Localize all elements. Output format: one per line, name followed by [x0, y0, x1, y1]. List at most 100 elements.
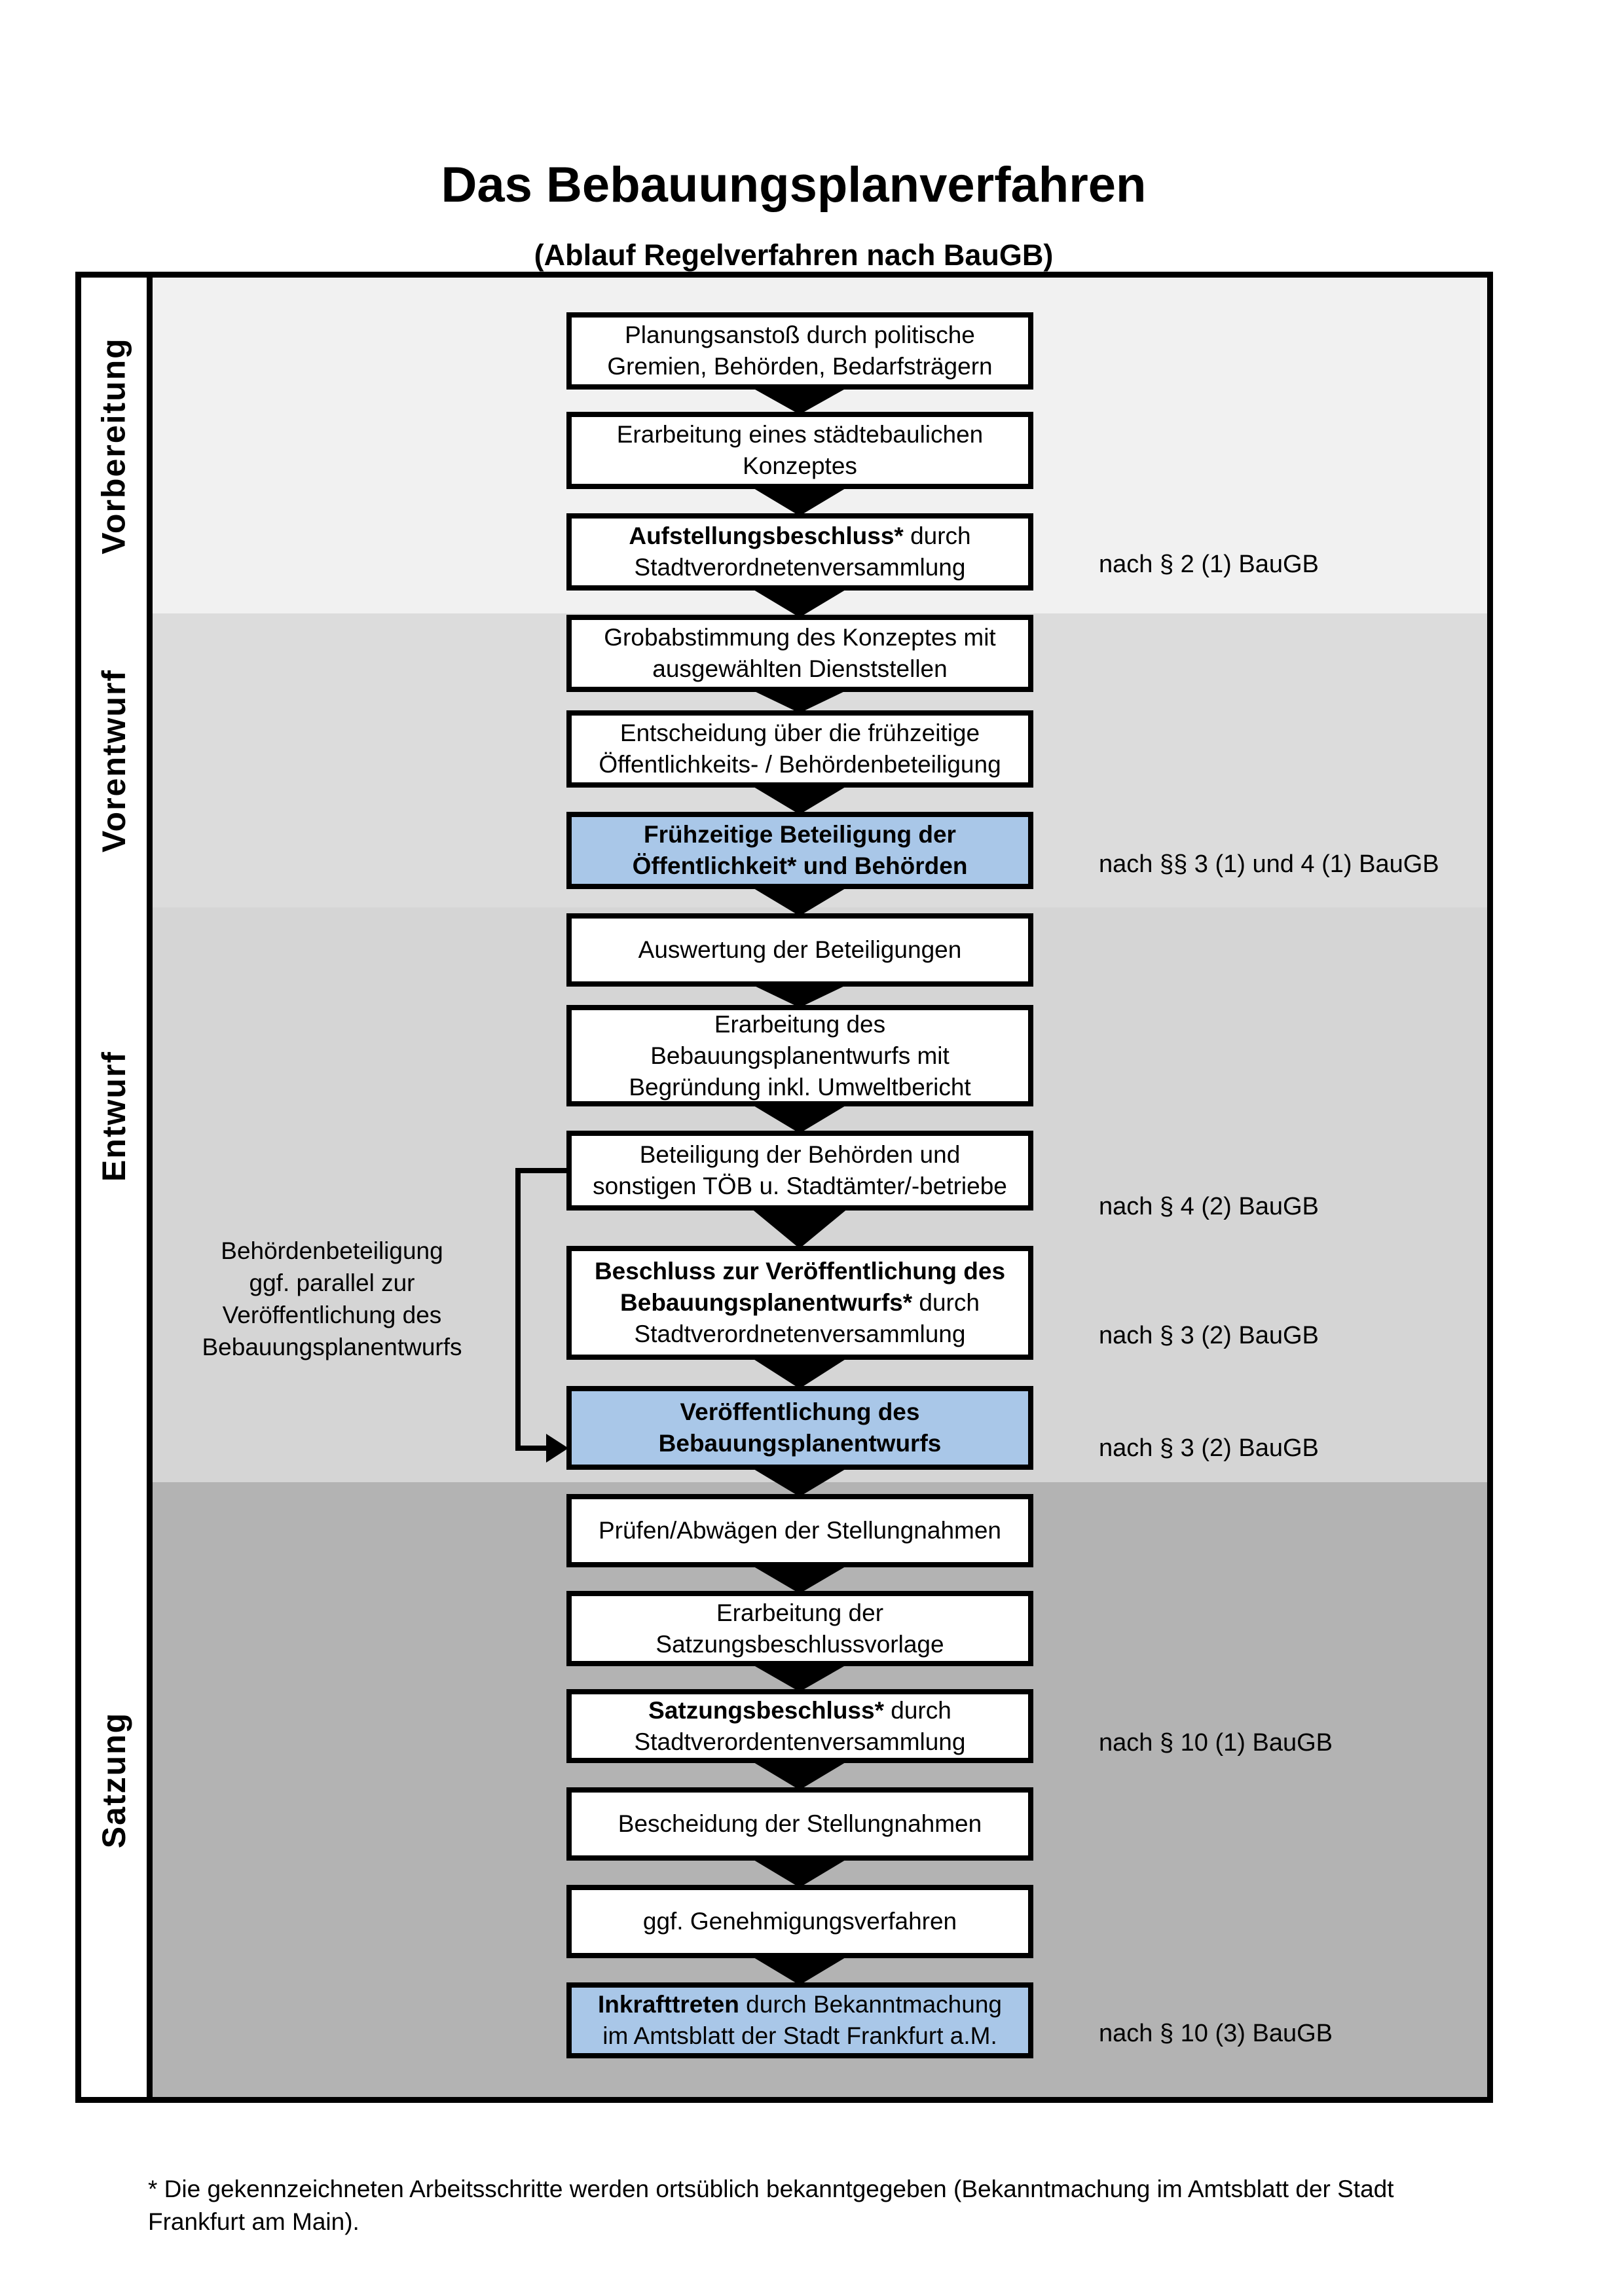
step-text: im Amtsblatt der Stadt Frankfurt a.M. [602, 2022, 997, 2049]
phase-label-vorentwurf: Vorentwurf [96, 668, 132, 852]
step-grobabstimmung: Grobabstimmung des Konzeptes mit ausgewäh… [566, 615, 1033, 692]
arrow-down-icon [750, 486, 849, 516]
note-line: Bebauungsplanentwurfs [202, 1334, 462, 1360]
step-line: Inkrafttreten durch Bekanntmachung [598, 1989, 1002, 2020]
step-text: sonstigen TÖB u. Stadtämter/-betriebe [593, 1173, 1007, 1199]
parallel-connector-top-stub [515, 1168, 572, 1173]
step-text: Inkrafttreten [598, 1991, 739, 2018]
step-line: Grobabstimmung des Konzeptes mit [604, 622, 995, 653]
arrow-down-icon [750, 1565, 849, 1594]
step-line: Erarbeitung eines städtebaulichen [617, 419, 984, 450]
step-line: Aufstellungsbeschluss* durch [629, 520, 970, 552]
arrow-down-icon [750, 689, 849, 713]
step-text: Bebauungsplanentwurfs* [620, 1289, 913, 1316]
step-text: Öffentlichkeits- / Behördenbeteiligung [599, 751, 1001, 778]
step-text: durch [912, 1289, 980, 1316]
arrow-down-icon [750, 1664, 849, 1692]
step-genehmigungsverfahren: ggf. Genehmigungsverfahren [566, 1885, 1033, 1958]
step-line: Öffentlichkeit* und Behörden [633, 850, 968, 882]
arrow-down-icon [750, 1357, 849, 1389]
arrow-down-icon [750, 387, 849, 414]
parallel-connector-vertical-line [515, 1168, 521, 1451]
step-text: Konzeptes [743, 452, 857, 479]
arrow-down-icon [750, 1760, 849, 1790]
step-text: Frühzeitige Beteiligung der [644, 821, 956, 848]
step-line: Bebauungsplanentwurfs mit [650, 1040, 950, 1072]
step-line: Stadtverordnetenversammlung [635, 1319, 966, 1350]
step-line: Erarbeitung der [716, 1597, 883, 1629]
step-text: Gremien, Behörden, Bedarfsträgern [607, 353, 993, 380]
step-line: Bescheidung der Stellungnahmen [618, 1808, 982, 1840]
step-text: Satzungsbeschluss* [648, 1696, 884, 1724]
parallel-process-note: Behördenbeteiligung ggf. parallel zur Ve… [162, 1235, 502, 1363]
page-subtitle: (Ablauf Regelverfahren nach BauGB) [534, 238, 1054, 272]
step-line: Erarbeitung des [714, 1009, 885, 1040]
step-text: Planungsanstoß durch politische [625, 321, 975, 348]
step-text: Grobabstimmung des Konzeptes mit [604, 624, 996, 651]
step-line: Satzungsbeschluss* durch [648, 1695, 951, 1726]
step-text: Öffentlichkeit* und Behörden [632, 852, 968, 879]
step-line: Stadtverordentenversammlung [635, 1726, 966, 1758]
step-text: Erarbeitung der [716, 1599, 884, 1626]
step-text: durch [903, 522, 971, 549]
arrow-down-icon [750, 1467, 849, 1497]
footnote-line: * Die gekennzeichneten Arbeitsschritte w… [148, 2176, 1394, 2202]
step-line: sonstigen TÖB u. Stadtämter/-betriebe [593, 1171, 1007, 1202]
law-reference: nach § 3 (2) BauGB [1099, 1322, 1319, 1349]
law-reference: nach § 4 (2) BauGB [1099, 1193, 1319, 1220]
step-text: Aufstellungsbeschluss* [629, 522, 904, 549]
law-reference: nach § 2 (1) BauGB [1099, 551, 1319, 578]
step-text: Beschluss zur Veröffentlichung des [594, 1258, 1006, 1285]
page-title: Das Bebauungsplanverfahren [441, 156, 1147, 213]
step-line: Konzeptes [743, 450, 857, 482]
step-line: Gremien, Behörden, Bedarfsträgern [607, 351, 992, 382]
step-text: Veröffentlichung des [680, 1398, 920, 1425]
arrow-down-icon [750, 1104, 849, 1133]
phase-label-vorbereitung: Vorbereitung [96, 337, 133, 555]
step-line: Frühzeitige Beteiligung der [644, 819, 956, 850]
arrow-down-icon [750, 588, 849, 617]
note-line: Veröffentlichung des [222, 1302, 442, 1328]
step-text: ausgewählten Dienststellen [652, 655, 948, 682]
step-text: Entscheidung über die frühzeitige [619, 720, 980, 746]
step-line: Begründung inkl. Umweltbericht [629, 1072, 970, 1103]
footnote: * Die gekennzeichneten Arbeitsschritte w… [148, 2173, 1517, 2238]
phase-cell-entwurf: Entwurf [81, 907, 153, 1488]
step-line: Auswertung der Beteiligungen [638, 934, 962, 966]
phase-label-satzung: Satzung [96, 1711, 132, 1848]
law-reference: nach § 10 (3) BauGB [1099, 2020, 1333, 2047]
phase-label-entwurf: Entwurf [96, 1050, 132, 1182]
step-text: durch Bekanntmachung [739, 1991, 1002, 2018]
step-line: Bebauungsplanentwurfs [659, 1428, 942, 1459]
step-auswertung-beteiligungen: Auswertung der Beteiligungen [566, 913, 1033, 987]
arrow-down-icon [750, 1956, 849, 1985]
step-text: Auswertung der Beteiligungen [638, 936, 962, 963]
arrow-down-icon [750, 1858, 849, 1887]
step-line: Satzungsbeschlussvorlage [655, 1629, 944, 1660]
step-text: Stadtverordentenversammlung [634, 1728, 966, 1755]
step-text: Bebauungsplanentwurfs [658, 1430, 942, 1457]
step-text: ggf. Genehmigungsverfahren [642, 1908, 957, 1935]
arrow-right-icon [546, 1434, 568, 1463]
arrow-down-icon [750, 1208, 849, 1248]
step-bescheidung-stellungnahmen: Bescheidung der Stellungnahmen [566, 1787, 1033, 1861]
step-pruefen-abwaegen-stellungnahmen: Prüfen/Abwägen der Stellungnahmen [566, 1494, 1033, 1567]
step-line: Entscheidung über die frühzeitige [620, 718, 980, 749]
step-line: Planungsanstoß durch politische [625, 319, 975, 351]
note-line: ggf. parallel zur [249, 1269, 415, 1296]
note-line: Behördenbeteiligung [221, 1237, 443, 1264]
step-text: Erarbeitung des [714, 1010, 886, 1038]
phase-cell-vorbereitung: Vorbereitung [81, 278, 153, 619]
